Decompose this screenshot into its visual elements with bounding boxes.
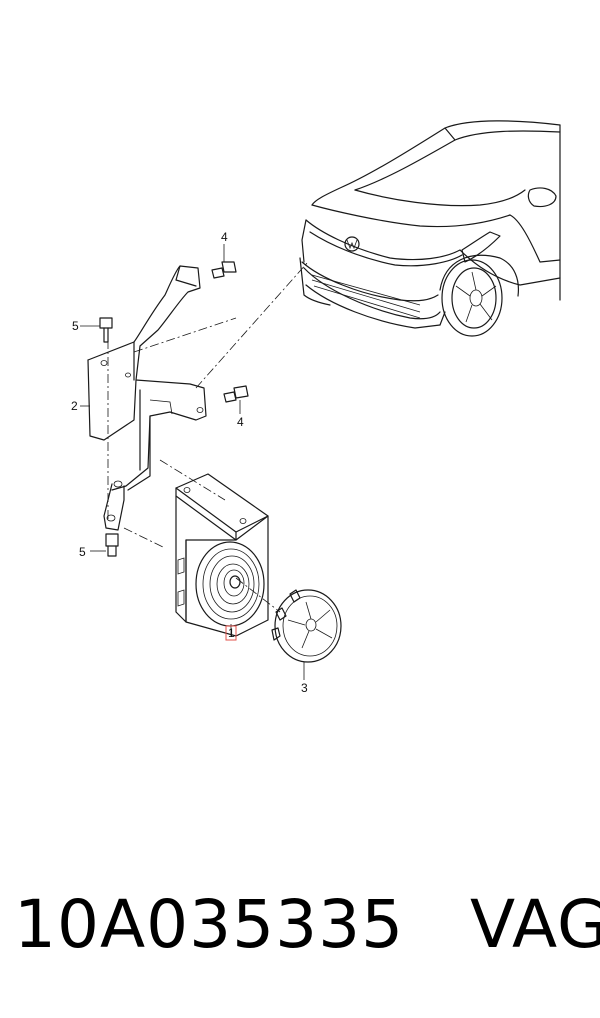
speaker-cover bbox=[271, 589, 342, 663]
part-number-label: 10A035335 VAG bbox=[14, 892, 600, 958]
bolt-bottom bbox=[105, 533, 119, 557]
assembly-centerlines bbox=[107, 261, 309, 613]
callout-1-highlight bbox=[225, 625, 237, 641]
callout-4-top: 4 bbox=[221, 230, 228, 244]
callout-2: 2 bbox=[71, 399, 78, 413]
callout-1: 1 bbox=[228, 626, 235, 640]
callout-5-top: 5 bbox=[72, 319, 79, 333]
part-number: 10A035335 bbox=[14, 886, 405, 963]
car-illustration bbox=[299, 120, 561, 337]
brand-label: VAG bbox=[470, 886, 600, 963]
callout-5-bottom: 5 bbox=[79, 545, 86, 559]
leader-lines bbox=[80, 244, 305, 680]
mounting-bracket bbox=[87, 265, 207, 531]
bolt-right bbox=[223, 385, 249, 403]
bolt-top-right bbox=[211, 261, 237, 279]
bolt-top-left bbox=[99, 317, 113, 343]
callout-4-right: 4 bbox=[237, 415, 244, 429]
speaker-unit bbox=[175, 473, 269, 637]
callout-3: 3 bbox=[301, 681, 308, 695]
